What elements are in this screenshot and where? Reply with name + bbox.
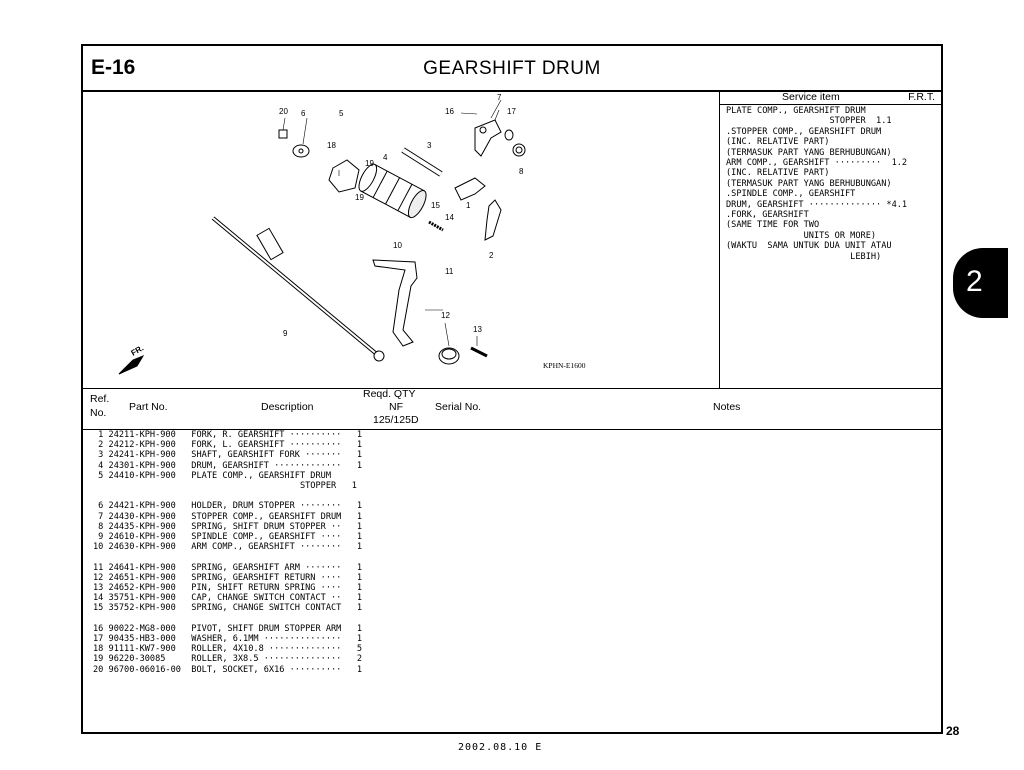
- service-line: ARM COMP., GEARSHIFT ········· 1.2: [726, 158, 908, 168]
- part-no-heading: Part No.: [129, 401, 168, 413]
- callout-label: 16: [445, 107, 454, 116]
- table-row: STOPPER 1: [93, 481, 357, 491]
- service-line: (SAME TIME FOR TWO: [726, 220, 820, 231]
- callout-label: 15: [431, 201, 440, 210]
- callout-label: 9: [283, 329, 288, 338]
- table-row: 17 90435-HB3-000 WASHER, 6.1MM ·········…: [93, 634, 363, 644]
- callout-label: 5: [339, 109, 344, 118]
- table-row: 16 90022-MG8-000 PIVOT, SHIFT DRUM STOPP…: [93, 623, 363, 634]
- service-header: Service item F.R.T.: [720, 90, 941, 105]
- table-row: 4 24301-KPH-900 DRUM, GEARSHIFT ········…: [93, 460, 363, 471]
- table-row: 18 91111-KW7-900 ROLLER, 4X10.8 ········…: [93, 644, 363, 655]
- nf-heading: NF: [389, 401, 403, 413]
- section-code: E-16: [91, 56, 136, 79]
- service-line: PLATE COMP., GEARSHIFT DRUM: [726, 106, 866, 116]
- table-row: 2 24212-KPH-900 FORK, L. GEARSHIFT ·····…: [93, 440, 363, 451]
- callout-label: 2: [489, 251, 494, 260]
- table-row: 20 96700-06016-00 BOLT, SOCKET, 6X16 ···…: [93, 664, 363, 675]
- model-heading: 125/125D: [373, 414, 419, 426]
- reqd-qty-heading: Reqd. QTY: [363, 388, 416, 400]
- service-line: (TERMASUK PART YANG BERHUBUNGAN): [726, 147, 892, 158]
- callout-label: 12: [441, 311, 450, 320]
- table-row: 13 24652-KPH-900 PIN, SHIFT RETURN SPRIN…: [93, 583, 363, 593]
- callout-label: 19: [365, 159, 374, 168]
- callout-label: 13: [473, 325, 482, 334]
- description-heading: Description: [261, 401, 314, 413]
- service-line: STOPPER 1.1: [726, 116, 892, 127]
- table-row: 15 35752-KPH-900 SPRING, CHANGE SWITCH C…: [93, 603, 363, 614]
- table-row: 9 24610-KPH-900 SPINDLE COMP., GEARSHIFT…: [93, 532, 363, 542]
- service-line: (INC. RELATIVE PART): [726, 168, 830, 179]
- service-line: UNITS OR MORE): [726, 230, 877, 241]
- table-row: 11 24641-KPH-900 SPRING, GEARSHIFT ARM ·…: [93, 562, 363, 573]
- service-panel: Service item F.R.T. PLATE COMP., GEARSHI…: [720, 90, 941, 388]
- diagram-callouts: 1 2 3 4 5 6 7 8 9 10 11 12 13 14 15 16 1…: [279, 93, 524, 338]
- service-line: (WAKTU SAMA UNTUK DUA UNIT ATAU: [726, 241, 892, 252]
- notes-heading: Notes: [713, 401, 741, 413]
- callout-label: 14: [445, 213, 454, 222]
- callout-label: 7: [497, 93, 502, 102]
- service-line: .STOPPER COMP., GEARSHIFT DRUM: [726, 126, 882, 137]
- frt-heading: F.R.T.: [908, 91, 935, 103]
- service-line: (INC. RELATIVE PART): [726, 137, 830, 148]
- ref-heading: Ref.: [90, 393, 110, 405]
- table-row: 12 24651-KPH-900 SPRING, GEARSHIFT RETUR…: [93, 572, 363, 583]
- page-number: 28: [946, 724, 960, 738]
- page-header: E-16 GEARSHIFT DRUM: [83, 46, 941, 92]
- chapter-tab: 2: [953, 248, 1008, 318]
- service-line: .FORK, GEARSHIFT: [726, 210, 809, 220]
- table-row: 3 24241-KPH-900 SHAFT, GEARSHIFT FORK ··…: [93, 450, 363, 461]
- table-row: 19 96220-30085 ROLLER, 3X8.5 ···········…: [93, 654, 363, 665]
- page-frame: E-16 GEARSHIFT DRUM: [81, 44, 943, 734]
- table-row: 14 35751-KPH-900 CAP, CHANGE SWITCH CONT…: [93, 593, 363, 604]
- table-row: 6 24421-KPH-900 HOLDER, DRUM STOPPER ···…: [93, 501, 363, 512]
- callout-label: 10: [393, 241, 402, 250]
- callout-label: 4: [383, 153, 388, 162]
- callout-label: 6: [301, 109, 306, 118]
- table-row: 1 24211-KPH-900 FORK, R. GEARSHIFT ·····…: [93, 430, 363, 440]
- service-line: LEBIH): [726, 251, 882, 262]
- table-row: 8 24435-KPH-900 SPRING, SHIFT DRUM STOPP…: [93, 521, 363, 532]
- callout-label: 18: [327, 141, 336, 150]
- callout-label: 20: [279, 107, 288, 116]
- callout-label: 8: [519, 167, 524, 176]
- exploded-diagram: 1 2 3 4 5 6 7 8 9 10 11 12 13 14 15 16 1…: [83, 90, 720, 388]
- footer-date: 2002.08.10 E: [458, 742, 543, 753]
- no-heading: No.: [90, 407, 107, 419]
- diagram-drawing: 1 2 3 4 5 6 7 8 9 10 11 12 13 14 15 16 1…: [118, 93, 586, 375]
- service-line: (TERMASUK PART YANG BERHUBUNGAN): [726, 178, 892, 189]
- page-title: GEARSHIFT DRUM: [423, 58, 601, 79]
- callout-label: 19: [355, 193, 364, 202]
- service-line: .SPINDLE COMP., GEARSHIFT: [726, 189, 856, 200]
- chapter-number: 2: [966, 265, 983, 298]
- service-line: DRUM, GEARSHIFT ·············· *4.1: [726, 199, 908, 210]
- callout-label: 1: [466, 201, 471, 210]
- table-row: 5 24410-KPH-900 PLATE COMP., GEARSHIFT D…: [93, 470, 331, 481]
- drawing-code: KPHN-E1600: [543, 361, 586, 370]
- table-row: 10 24630-KPH-900 ARM COMP., GEARSHIFT ··…: [93, 542, 363, 553]
- table-row: 7 24430-KPH-900 STOPPER COMP., GEARSHIFT…: [93, 511, 363, 522]
- table-header: Ref. No. Part No. Description Reqd. QTY …: [83, 388, 941, 430]
- service-item-heading: Service item: [782, 91, 840, 103]
- serial-no-heading: Serial No.: [435, 401, 482, 413]
- callout-label: 17: [507, 107, 516, 116]
- callout-label: 3: [427, 141, 432, 150]
- callout-label: 11: [445, 267, 454, 276]
